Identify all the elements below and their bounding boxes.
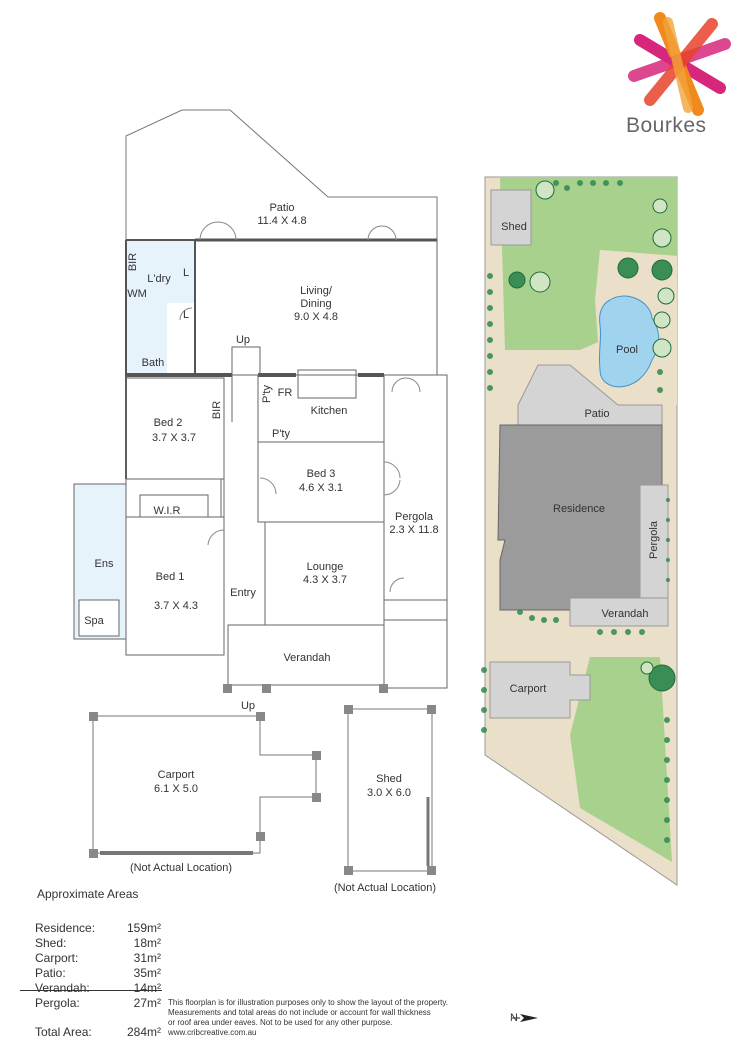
north-arrow-icon (512, 1014, 538, 1022)
area-value: 18m² (133, 936, 161, 950)
area-label: Patio: (35, 966, 66, 980)
areas-divider (20, 990, 162, 991)
disclaimer-line: Measurements and total areas do not incl… (168, 1008, 431, 1017)
bourkes-logo-icon (628, 12, 731, 116)
area-label: Carport: (35, 951, 79, 965)
living-name-1: Living/ (300, 285, 333, 297)
areas-title: Approximate Areas (37, 887, 139, 901)
ens-label: Ens (95, 558, 114, 570)
site-pergola-label: Pergola (648, 520, 660, 559)
area-value: 27m² (133, 996, 161, 1010)
site-plan (481, 176, 678, 886)
area-value: 14m² (133, 981, 161, 995)
up1-label: Up (236, 334, 250, 346)
patio-name: Patio (269, 202, 294, 214)
l1-label: L (183, 267, 189, 279)
living-name-2: Dining (300, 298, 331, 310)
fr-label: FR (278, 387, 293, 399)
bed3-name: Bed 3 (307, 468, 336, 480)
pergola-name: Pergola (395, 511, 434, 523)
total-label: Total Area: (35, 1025, 92, 1039)
shed-name: Shed (376, 773, 402, 785)
floor-plan (73, 109, 448, 875)
entry-label: Entry (230, 587, 256, 599)
north-label: N (510, 1012, 518, 1024)
brand-name: Bourkes (626, 114, 707, 137)
area-value: 159m² (126, 921, 161, 935)
site-verandah-label: Verandah (601, 608, 648, 620)
wir-label: W.I.R (154, 505, 181, 517)
site-residence-label: Residence (553, 503, 605, 515)
laundry-label: L'dry (147, 273, 171, 285)
verandah-label: Verandah (283, 652, 330, 664)
disclaimer: This floorplan is for illustration purpo… (168, 998, 498, 1038)
spa-label: Spa (84, 615, 104, 627)
patio-dims: 11.4 X 4.8 (257, 215, 306, 227)
disclaimer-line: This floorplan is for illustration purpo… (168, 998, 448, 1007)
bir-label: BIR (127, 253, 139, 271)
bed2-name: Bed 2 (154, 417, 183, 429)
bed1-name: Bed 1 (156, 571, 185, 583)
area-label: Pergola: (35, 996, 80, 1010)
bed3-dims: 4.6 X 3.1 (299, 482, 343, 494)
kitchen-label: Kitchen (311, 405, 348, 417)
lounge-name: Lounge (307, 561, 344, 573)
pty2-label: P'ty (272, 428, 290, 440)
carport-dims: 6.1 X 5.0 (154, 783, 198, 795)
site-patio-label: Patio (584, 408, 609, 420)
up2-label: Up (241, 700, 255, 712)
disclaimer-line: or roof area under eaves. Not to be used… (168, 1018, 393, 1027)
disclaimer-website: www.cribcreative.com.au (168, 1028, 257, 1037)
carport-note: (Not Actual Location) (130, 862, 232, 874)
bir2-label: BIR (211, 401, 223, 419)
site-carport-label: Carport (510, 683, 547, 695)
pergola-dims: 2.3 X 11.8 (389, 524, 438, 536)
area-value: 31m² (133, 951, 161, 965)
wm-label: WM (127, 288, 147, 300)
total-value: 284m² (126, 1025, 161, 1039)
carport-name: Carport (158, 769, 195, 781)
site-shed-label: Shed (501, 221, 527, 233)
lounge-dims: 4.3 X 3.7 (303, 574, 347, 586)
shed-dims: 3.0 X 6.0 (367, 787, 411, 799)
bath-label: Bath (142, 357, 165, 369)
area-value: 35m² (133, 966, 161, 980)
site-pool-label: Pool (616, 344, 638, 356)
area-label: Verandah: (35, 981, 90, 995)
area-label: Residence: (35, 921, 96, 935)
l2-label: L (183, 309, 189, 321)
pty1-label: P'ty (261, 385, 273, 403)
bed2-dims: 3.7 X 3.7 (152, 432, 196, 444)
bed1-dims: 3.7 X 4.3 (154, 600, 198, 612)
shed-note: (Not Actual Location) (334, 882, 436, 894)
area-label: Shed: (35, 936, 67, 950)
living-dims: 9.0 X 4.8 (294, 311, 338, 323)
